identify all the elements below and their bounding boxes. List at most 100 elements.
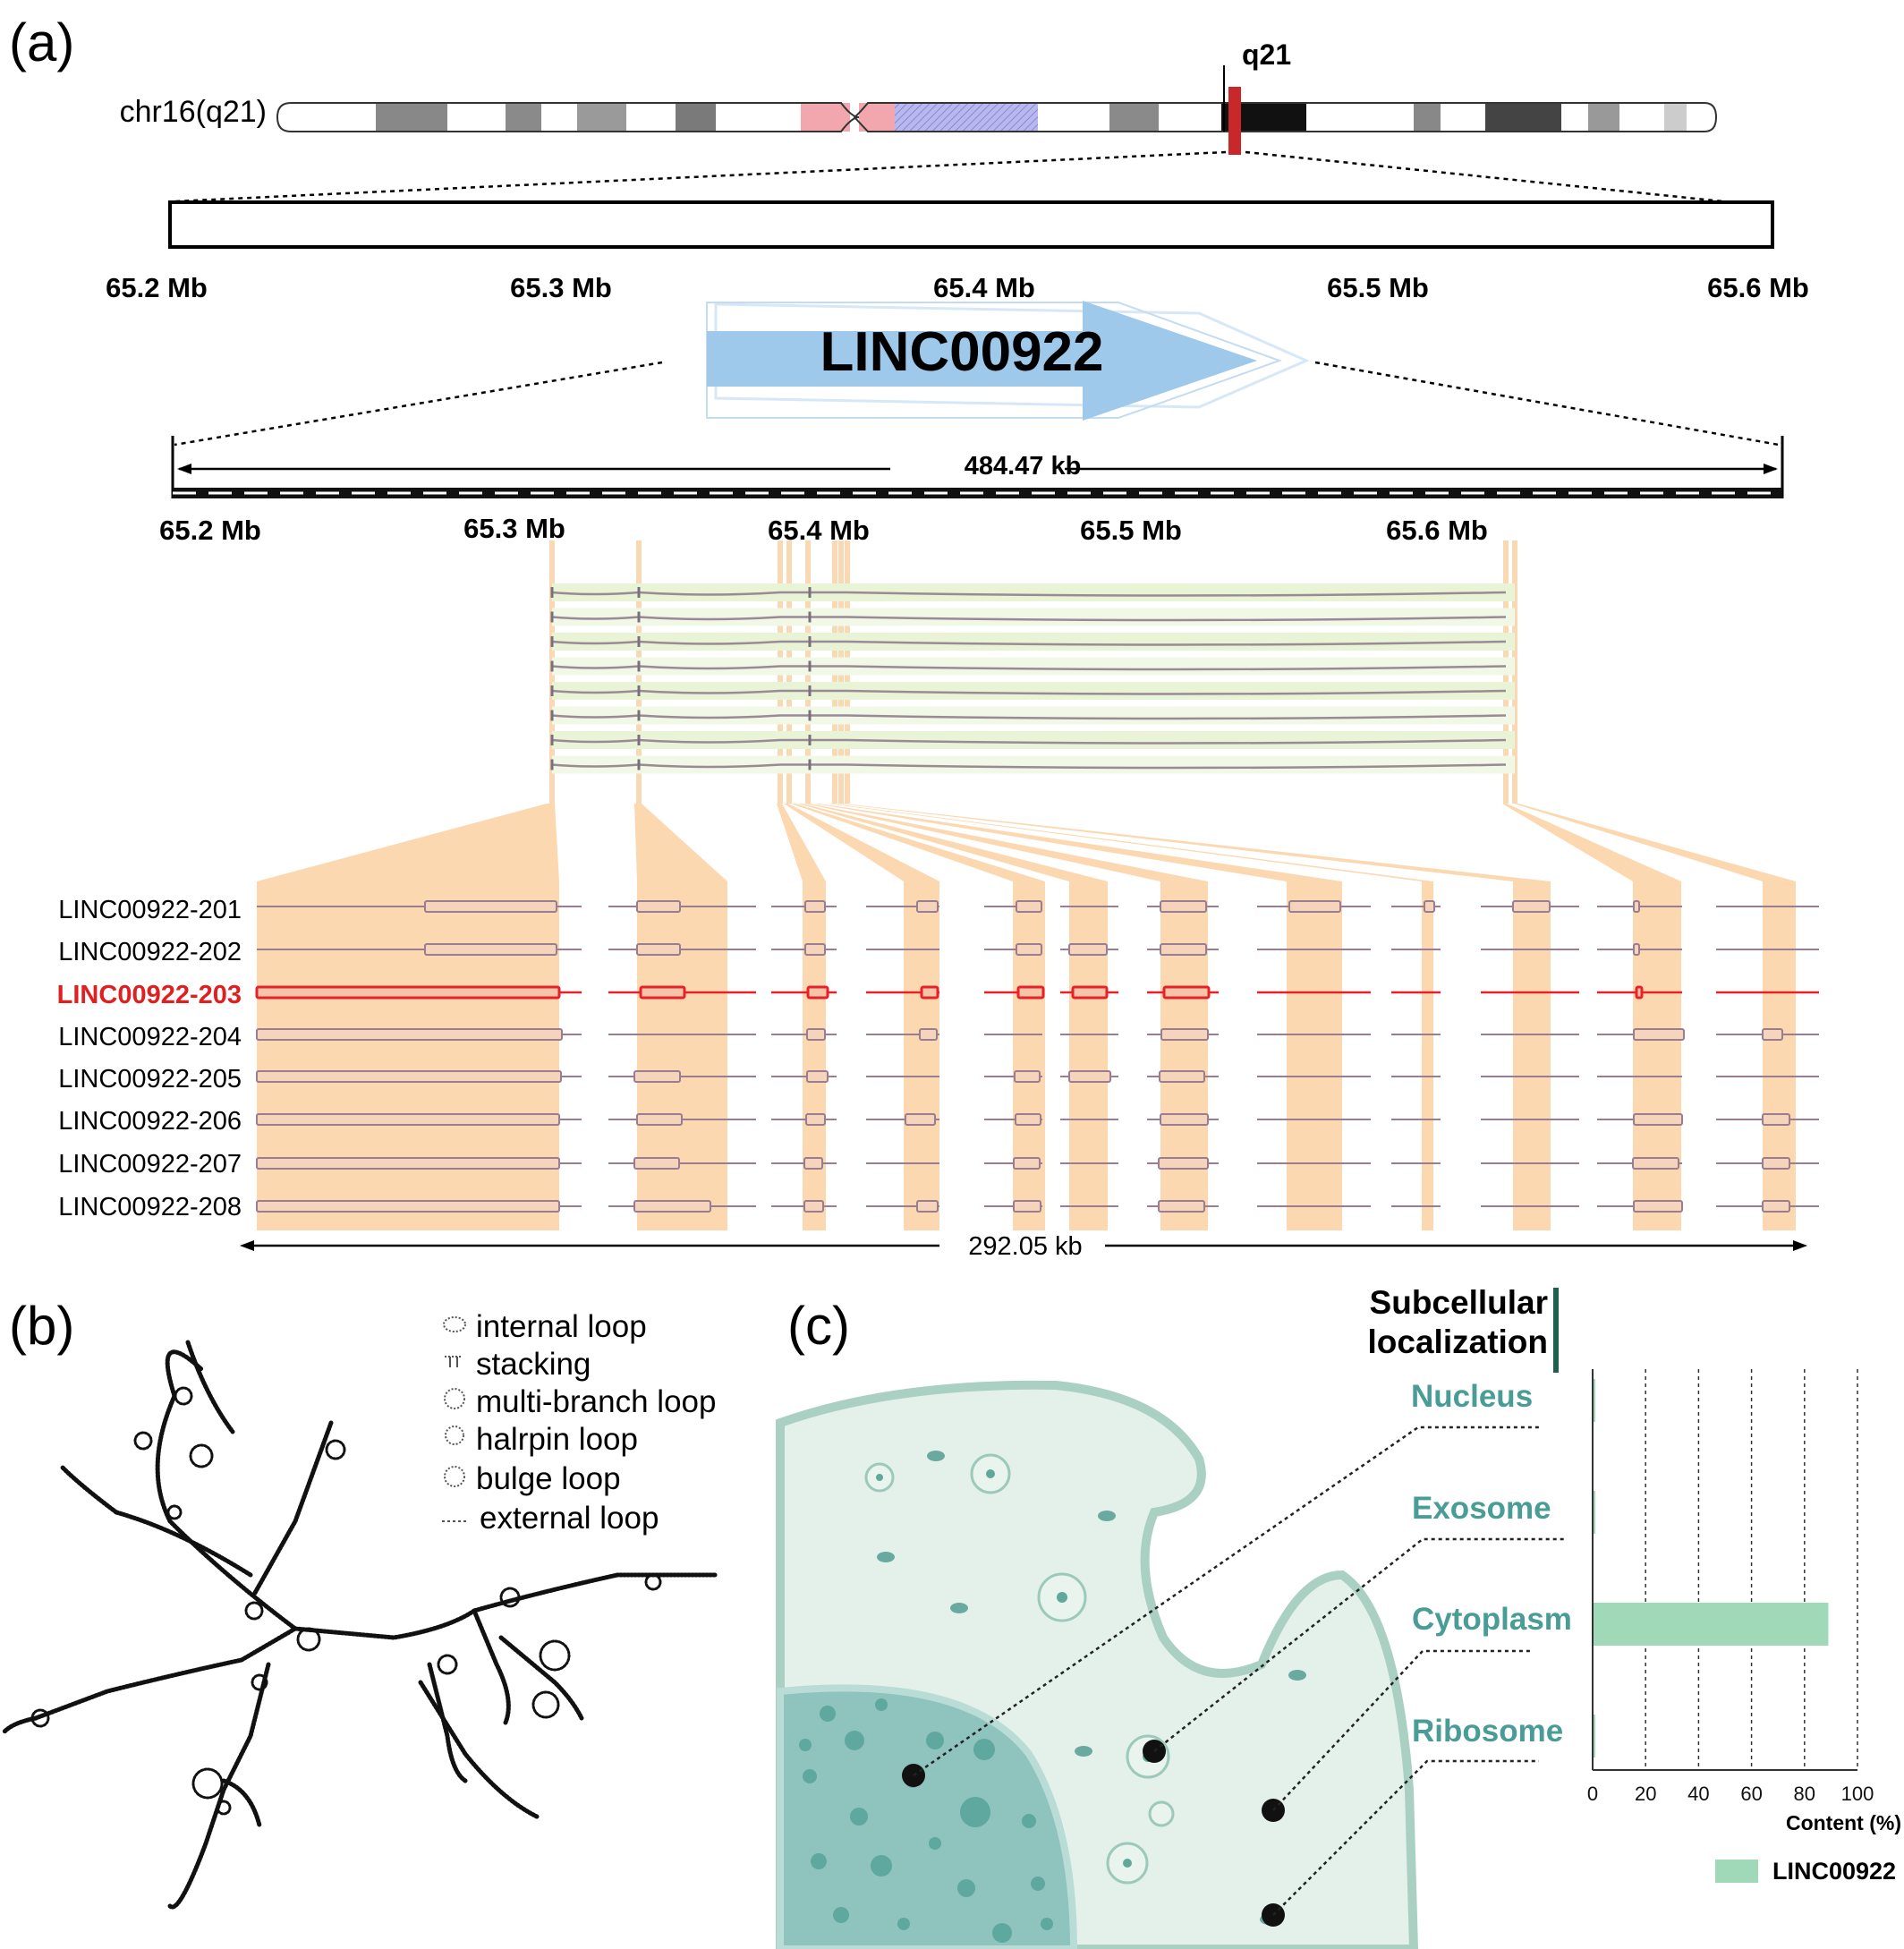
rna-loop (174, 1386, 193, 1406)
chart-xaxis-label: Content (%) (1786, 1811, 1901, 1834)
transcript-exon (636, 1113, 683, 1126)
transcript-exon (1160, 1113, 1209, 1126)
transcript-exon (256, 1157, 560, 1170)
transcript-exon (256, 1200, 560, 1213)
rna-stem (293, 1608, 477, 1640)
scale1-tick: 65.3 Mb (510, 272, 612, 303)
transcript-exon (633, 1200, 711, 1213)
rna-loop (325, 1439, 346, 1460)
track-band (552, 731, 1515, 749)
scale2-tick: 65.2 Mb (159, 515, 261, 546)
transcript-exon (633, 1157, 680, 1170)
legend-item: halrpin loop (476, 1422, 638, 1457)
transcript-models (255, 900, 1819, 1213)
panel-c-label: (c) (787, 1296, 850, 1356)
rna-loop (166, 1504, 183, 1520)
rna-loop (296, 1627, 321, 1652)
panel-a: (a) chr16(q21) (9, 13, 1819, 1261)
rna-stem (114, 1510, 253, 1578)
transcript-exon (804, 943, 826, 956)
rna-stem (33, 1626, 298, 1721)
transcript-exon (1160, 900, 1207, 913)
rna-stem (252, 1420, 334, 1596)
transcript-label-highlight: LINC00922-203 (57, 981, 242, 1009)
transcript-exon (639, 985, 686, 1000)
transcript-exon (1016, 900, 1042, 913)
transcript-exon (1762, 1157, 1790, 1170)
scale2-tick: 65.3 Mb (463, 513, 565, 544)
track-band (552, 755, 1515, 774)
rna-stem (472, 1572, 718, 1613)
compartment-label: Nucleus (1411, 1379, 1533, 1414)
transcript-exon (804, 900, 826, 913)
gene-name: LINC00922 (820, 321, 1103, 383)
transcript-exon (255, 985, 561, 1000)
legend-label: LINC00922 (1772, 1858, 1896, 1885)
x-tick-label: 60 (1740, 1783, 1762, 1805)
chromosome-label: chr16(q21) (120, 95, 267, 129)
x-tick-label: 40 (1687, 1783, 1709, 1805)
transcript-exon (1015, 1113, 1041, 1126)
chromosome-ideogram (276, 65, 1718, 155)
scale1-ticks: 65.2 Mb 65.3 Mb 65.4 Mb 65.5 Mb 65.6 Mb (106, 272, 1809, 303)
x-tick-label: 20 (1635, 1783, 1656, 1805)
transcript-label: LINC00922-204 (58, 1023, 242, 1051)
transcript-exon (1633, 1028, 1685, 1041)
transcript-exon (1068, 943, 1108, 956)
transcript-exon (424, 900, 557, 913)
transcript-exon (633, 1070, 681, 1083)
legend-item: multi-branch loop (476, 1384, 716, 1419)
transcript-exon (256, 1113, 560, 1126)
transcript-label: LINC00922-206 (58, 1107, 242, 1136)
bar (1593, 1491, 1595, 1534)
transcript-exon (1762, 1028, 1783, 1041)
rna-stem (155, 1393, 298, 1631)
span-label: 484.47 kb (965, 452, 1082, 481)
structure-legend: internal loop stacking multi-branch loop… (442, 1309, 716, 1536)
transcript-exon (1013, 1200, 1041, 1213)
track-band (552, 657, 1515, 676)
locus-scale-bar (171, 436, 1784, 498)
rna-stem (185, 1340, 235, 1434)
transcript-exon (636, 943, 681, 956)
exon-projection (1514, 804, 1796, 1230)
x-tick-label: 80 (1794, 1783, 1815, 1805)
track-band (552, 682, 1515, 700)
exon-structure-tracks (549, 540, 1517, 804)
bar (1593, 1603, 1829, 1646)
transcript-exon (1016, 943, 1042, 956)
transcript-exon (920, 985, 939, 1000)
transcript-exon (1014, 1070, 1041, 1083)
scale1-tick: 65.2 Mb (106, 272, 208, 303)
transcript-exon (806, 1070, 829, 1083)
rna-loop (30, 1708, 50, 1728)
localization-title-line2: localization (1368, 1323, 1548, 1360)
transcript-exon (1159, 1070, 1205, 1083)
panel-b-label: (b) (9, 1296, 74, 1356)
rna-secondary-structure (2, 1340, 718, 1910)
x-tick-label: 100 (1841, 1783, 1874, 1805)
transcript-exon (256, 1070, 562, 1083)
panel-c: (c) (776, 1284, 1901, 1949)
transcript-label: LINC00922-202 (58, 938, 242, 966)
transcript-exon (1633, 1113, 1683, 1126)
multi-branch-loop-icon (444, 1388, 465, 1409)
transcript-exon (424, 943, 557, 956)
rna-loop (133, 1431, 153, 1451)
intron-line (551, 738, 1507, 745)
transcript-exon (1158, 1200, 1205, 1213)
panel-a-label: (a) (9, 13, 74, 72)
rna-loop (539, 1639, 571, 1672)
scale1-tick: 65.4 Mb (933, 272, 1035, 303)
bottom-span-label: 292.05 kb (968, 1232, 1082, 1261)
bottom-span-arrow (240, 1240, 1807, 1251)
transcript-label: LINC00922-205 (58, 1065, 242, 1094)
hairpin-loop-icon (445, 1426, 464, 1445)
intron-line (551, 689, 1507, 695)
nucleus (777, 1684, 1078, 1949)
compartment-label: Exosome (1412, 1491, 1551, 1526)
legend-swatch (1715, 1860, 1758, 1883)
cell-illustration (776, 1380, 1564, 1949)
